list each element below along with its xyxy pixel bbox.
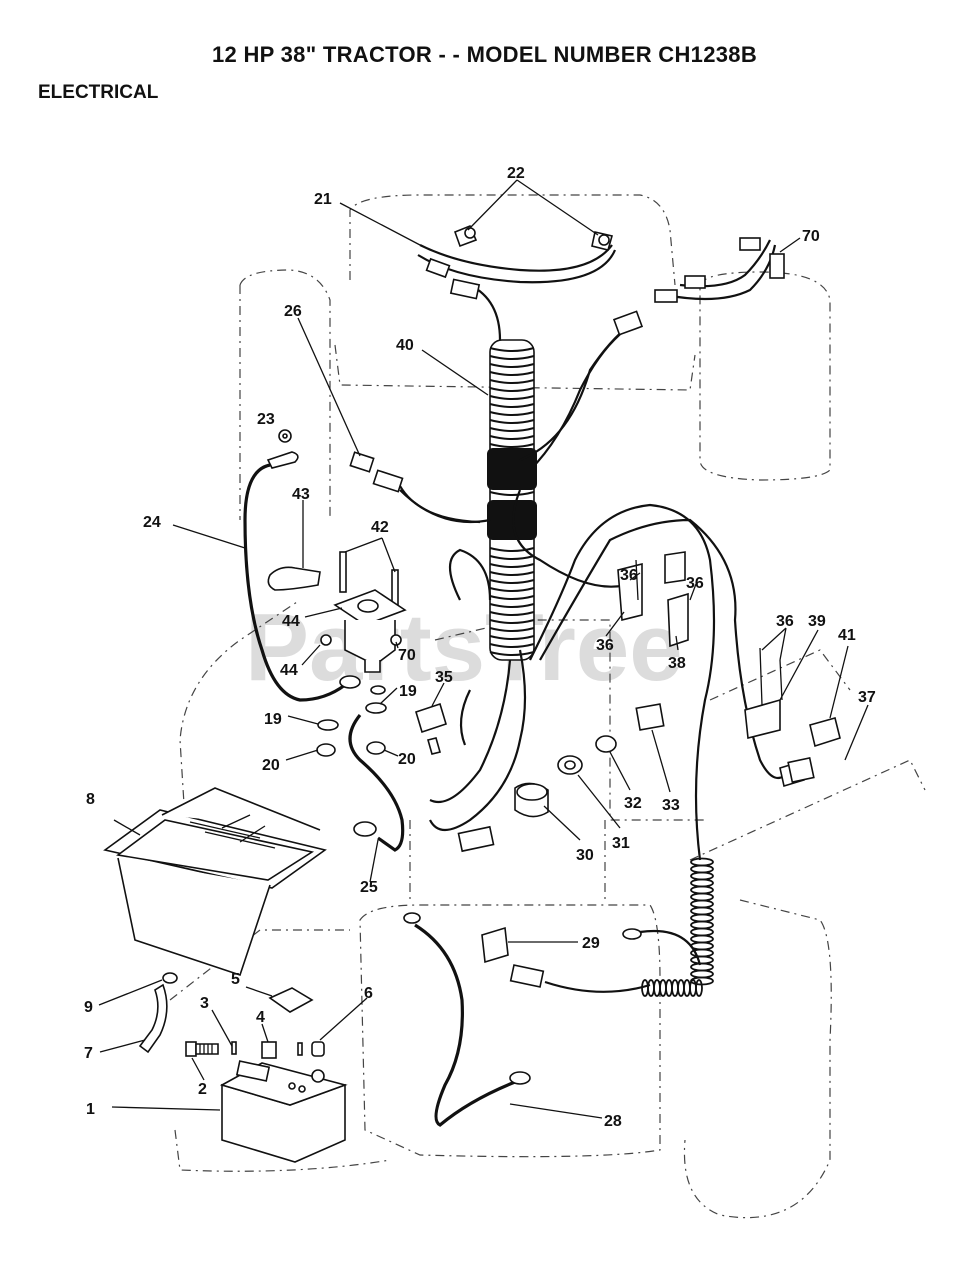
- headlight-harness: [425, 224, 644, 336]
- relay: [635, 703, 665, 731]
- leader-lines: [98, 179, 869, 1119]
- battery-cable: [403, 912, 531, 1127]
- callout-32: 32: [624, 795, 642, 812]
- callout-24: 24: [143, 514, 161, 531]
- callout-8: 8: [86, 791, 95, 808]
- tractor-outline: [169, 194, 926, 1219]
- callout-44-right: 70: [398, 647, 416, 664]
- ground-cable: [243, 429, 361, 702]
- switch-brackets: [617, 551, 783, 739]
- vent-tube: [138, 972, 178, 1054]
- pto-switch: [481, 926, 702, 993]
- battery: [219, 1060, 348, 1163]
- callout-39: 41: [838, 627, 856, 644]
- callout-36-a: 36: [620, 567, 638, 584]
- callout-4: 4: [256, 1009, 265, 1026]
- battery-tray: [103, 787, 327, 977]
- callout-labels: 22 21 70 40 26 23 24 43 42 44 44 70 19 1…: [84, 165, 876, 1130]
- callout-19-left: 19: [264, 711, 282, 728]
- callout-23: 23: [257, 411, 275, 428]
- page-title: 12 HP 38" TRACTOR - - MODEL NUMBER CH123…: [211, 42, 758, 67]
- callout-70: 70: [802, 228, 820, 245]
- callout-2: 2: [198, 1081, 207, 1098]
- callout-6: 6: [364, 985, 373, 1002]
- callout-28: 28: [604, 1113, 622, 1130]
- starter-solenoid: [320, 551, 407, 673]
- solenoid-cable: [348, 714, 405, 852]
- callout-43: 44: [282, 613, 300, 630]
- callout-21: 21: [314, 191, 332, 208]
- callout-5: 5: [231, 971, 240, 988]
- ignition-switch: [514, 735, 617, 818]
- callout-34: 35: [435, 669, 453, 686]
- callout-30: 30: [576, 847, 594, 864]
- battery-pad: [268, 987, 314, 1013]
- callout-36-c: 36: [776, 613, 794, 630]
- callout-36-b: 36: [686, 575, 704, 592]
- callout-9: 9: [84, 999, 93, 1016]
- callout-20-right: 20: [398, 751, 416, 768]
- terminal-hardware: [185, 1041, 325, 1059]
- callout-25: 25: [360, 879, 378, 896]
- callout-41: 42: [371, 519, 389, 536]
- callout-1: 1: [86, 1101, 95, 1118]
- callout-3: 3: [200, 995, 209, 1012]
- wiring-loom: [487, 339, 537, 661]
- callout-33: 33: [662, 797, 680, 814]
- callout-36-d: 37: [858, 689, 876, 706]
- nuts-and-washers: [316, 685, 387, 757]
- plunger-switch: [415, 702, 447, 755]
- callout-38: 39: [808, 613, 826, 630]
- callout-40: 40: [396, 337, 414, 354]
- callout-26: 26: [284, 303, 302, 320]
- callout-42: 43: [292, 486, 310, 503]
- coiled-cable: [641, 857, 714, 997]
- callout-37: 38: [668, 655, 686, 672]
- callout-22: 22: [507, 165, 525, 182]
- fuse-holder: [349, 451, 481, 524]
- watermark: PartsTree: [245, 594, 683, 701]
- harness-wires: [399, 239, 791, 861]
- callout-20-left: 20: [262, 757, 280, 774]
- ignition-connector: [654, 237, 785, 303]
- callout-31: 31: [612, 835, 630, 852]
- callout-44-left: 44: [280, 662, 298, 679]
- callout-29: 29: [582, 935, 600, 952]
- callout-19-right: 19: [399, 683, 417, 700]
- terminal-boot: [267, 566, 321, 591]
- section-heading: ELECTRICAL: [38, 82, 159, 103]
- harness-connectors: [457, 756, 815, 853]
- callout-7: 7: [84, 1045, 93, 1062]
- callout-35: 36: [596, 637, 614, 654]
